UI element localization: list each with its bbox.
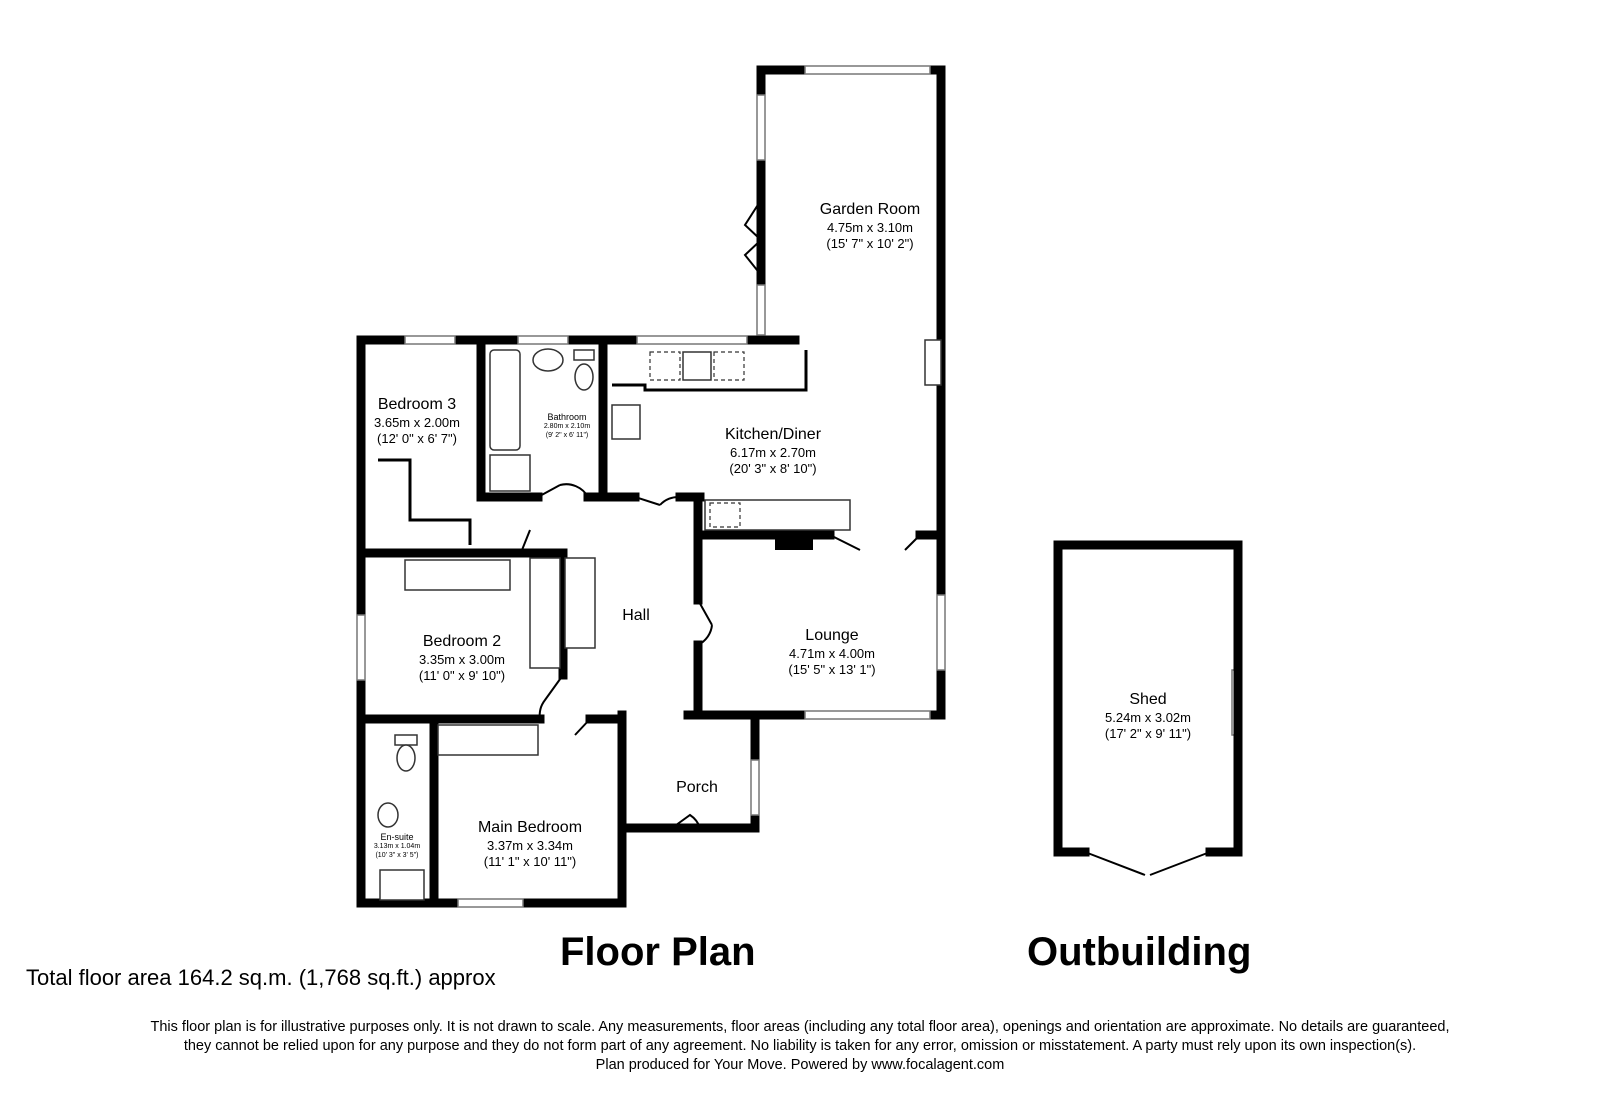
room-name: Shed (1129, 691, 1167, 708)
room-dimensions-metric: 4.71m x 4.00m (789, 646, 875, 661)
shower-tray (379, 869, 425, 901)
disclaimer-line: Plan produced for Your Move. Powered by … (595, 1056, 1005, 1073)
disclaimer: This floor plan is for illustrative purp… (0, 1018, 1600, 1075)
room-dimensions-imperial: (20' 3" x 8' 10") (729, 461, 817, 477)
room-name: Kitchen/Diner (724, 426, 822, 443)
room-dimensions-metric: 3.13m x 1.04m (373, 843, 421, 851)
room-name: En-suite (380, 832, 414, 842)
toilet-cistern (573, 349, 595, 361)
floor-plan-heading: Floor Plan (560, 930, 756, 974)
room-name: Garden Room (819, 201, 921, 218)
room-name: Main Bedroom (477, 819, 583, 836)
room-name: Bathroom (547, 412, 587, 422)
toilet (574, 363, 594, 391)
room-dimensions-imperial: (15' 5" x 13' 1") (788, 662, 876, 678)
room-dimensions-imperial: (15' 7" x 10' 2") (826, 236, 914, 252)
room-main-bedroom: Main Bedroom 3.37m x 3.34m(11' 1" x 10' 1… (478, 818, 582, 871)
outbuilding-heading: Outbuilding (1027, 930, 1252, 974)
sink (682, 351, 712, 381)
room-dimensions-metric: 6.17m x 2.70m (729, 445, 816, 460)
wardrobe (529, 557, 561, 669)
room-dimensions-imperial: (9' 2" x 6' 11") (545, 432, 589, 439)
exterior-walls (356, 65, 946, 908)
room-dimensions-imperial: (11' 1" x 10' 11") (483, 854, 577, 870)
basin (532, 348, 564, 372)
room-dimensions-metric: 2.80m x 2.10m (543, 423, 591, 431)
fixtures (377, 339, 942, 901)
wardrobe (437, 724, 539, 756)
windows (356, 65, 1241, 908)
cupboard (564, 557, 596, 649)
room-bedroom-3: Bedroom 3 3.65m x 2.00m(12' 0" x 6' 7") (374, 395, 460, 448)
room-bedroom-2: Bedroom 2 3.35m x 3.00m(11' 0" x 9' 10") (419, 632, 505, 685)
shower-tray (489, 454, 531, 492)
room-name: Lounge (805, 627, 859, 644)
room-dimensions-metric: 3.37m x 3.34m (486, 838, 573, 853)
doors (519, 199, 921, 829)
wardrobe (404, 559, 511, 591)
room-name: Bedroom 3 (377, 396, 457, 413)
room-porch: Porch (676, 778, 718, 798)
room-garden-room: Garden Room 4.75m x 3.10m(15' 7" x 10' 2"… (820, 200, 921, 253)
interior-walls (356, 335, 946, 908)
bath (489, 349, 521, 451)
room-name: Bedroom 2 (422, 633, 502, 650)
room-dimensions-imperial: (12' 0" x 6' 7") (377, 431, 457, 447)
room-lounge: Lounge 4.71m x 4.00m(15' 5" x 13' 1") (788, 626, 875, 679)
room-kitchen-diner: Kitchen/Diner 6.17m x 2.70m(20' 3" x 8' 1… (725, 425, 821, 478)
disclaimer-line: they cannot be relied upon for any purpo… (183, 1037, 1417, 1054)
room-hall: Hall (622, 606, 650, 626)
room-dimensions-imperial: (10' 3" x 3' 5") (375, 852, 419, 859)
hob (611, 404, 641, 440)
total-floor-area: Total floor area 164.2 sq.m. (1,768 sq.f… (26, 965, 496, 990)
room-shed: Shed 5.24m x 3.02m(17' 2" x 9' 11") (1105, 690, 1191, 743)
room-name: Hall (622, 607, 650, 624)
room-dimensions-metric: 5.24m x 3.02m (1105, 710, 1191, 725)
disclaimer-line: This floor plan is for illustrative purp… (150, 1019, 1450, 1035)
shed-outline (1053, 540, 1243, 876)
room-dimensions-imperial: (17' 2" x 9' 11") (1104, 726, 1192, 742)
fireplace (775, 538, 813, 550)
room-dimensions-imperial: (11' 0" x 9' 10") (418, 668, 506, 684)
room-dimensions-metric: 3.35m x 3.00m (419, 652, 505, 667)
room-name: Porch (676, 779, 718, 796)
room-dimensions-metric: 4.75m x 3.10m (827, 220, 913, 235)
room-dimensions-metric: 3.65m x 2.00m (374, 415, 460, 430)
